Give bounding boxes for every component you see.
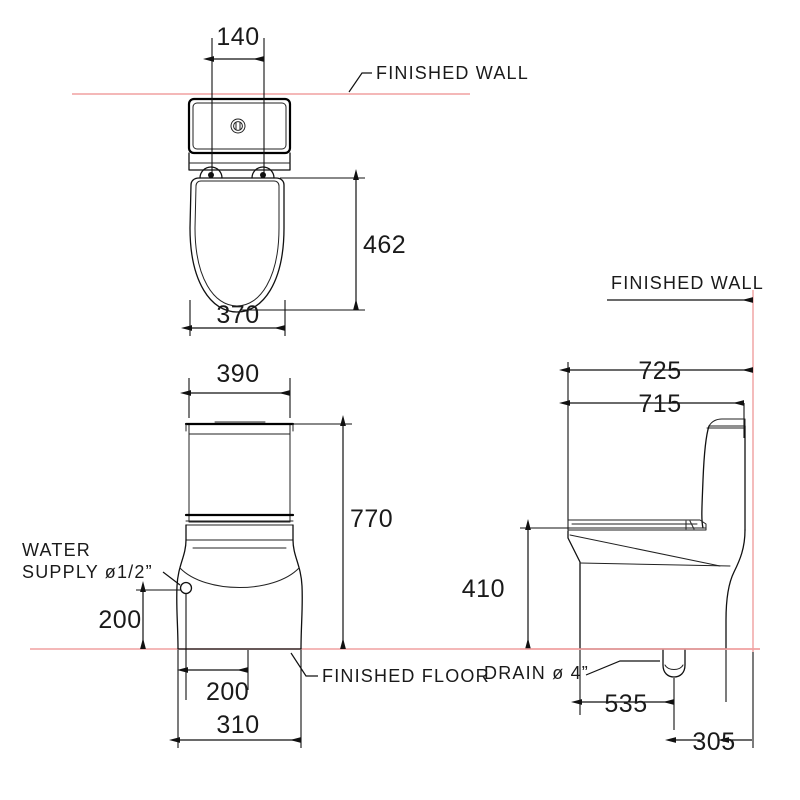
front-water-supply-inlet <box>179 581 193 595</box>
plan-flush-button-inner <box>233 121 243 131</box>
plan-tank-outline <box>187 97 292 155</box>
front-dim-770-value: 770 <box>350 505 393 533</box>
side-drain-leader <box>585 660 660 676</box>
plan-hinge-bolt-right <box>260 172 266 178</box>
plan-seat-inner-outline <box>194 180 280 307</box>
front-finished-floor-leader <box>290 652 318 677</box>
front-water-supply-leader <box>162 571 181 586</box>
plan-dim-462-value: 462 <box>363 231 406 259</box>
side-finished-wall-label: FINISHED WALL <box>611 273 764 293</box>
front-dim-200h-value: 200 <box>206 678 249 706</box>
side-bowl-back-profile <box>725 529 746 650</box>
front-dim-310-value: 310 <box>216 711 259 739</box>
side-dim-725-value: 725 <box>638 357 681 385</box>
side-tank-front-profile <box>701 425 710 529</box>
side-drain-outlet-detail <box>664 664 684 670</box>
side-tank-lid <box>708 418 746 427</box>
front-water-supply-label-line1: WATER <box>22 540 91 560</box>
plan-seat-outline <box>189 177 285 313</box>
plan-hinge-right <box>251 166 275 179</box>
side-dim-715-value: 715 <box>638 390 681 418</box>
side-view-group: FINISHED WALL 725 715 410 <box>462 273 764 756</box>
plan-dim-370-value: 370 <box>216 301 259 329</box>
front-bowl-right-profile <box>292 539 303 650</box>
side-drain-outlet <box>662 649 686 678</box>
front-dim-200v-value: 200 <box>98 606 141 634</box>
plan-dim-140-value: 140 <box>216 23 259 51</box>
side-dim-410-value: 410 <box>462 575 505 603</box>
side-dim-535-value: 535 <box>604 690 647 718</box>
plan-view-group: FINISHED WALL 140 462 370 <box>72 23 529 336</box>
side-bowl-rim-slope <box>569 534 721 567</box>
front-bowl-curve-detail <box>179 567 300 588</box>
side-bowl-front-profile <box>567 530 581 650</box>
plan-flush-button-detail <box>235 121 241 131</box>
plan-tank-inner-outline <box>192 102 287 150</box>
side-bowl-rim-line <box>579 562 731 567</box>
side-drain-label: DRAIN ø 4” <box>484 663 589 683</box>
front-bowl-shoulder-edges <box>185 524 294 541</box>
front-water-supply-label-line2: SUPPLY ø1/2” <box>22 562 153 582</box>
plan-flush-button-outer <box>230 118 246 134</box>
front-finished-floor-label: FINISHED FLOOR <box>322 666 490 686</box>
plan-finished-wall-leader <box>348 72 372 93</box>
front-tank-body <box>188 423 291 523</box>
plan-tank-base <box>188 152 291 171</box>
plan-hinge-bolt-left <box>208 172 214 178</box>
plan-hinge-left <box>199 166 223 179</box>
front-view-group: 390 WATER SUPPLY ø1/2” 200 <box>22 360 760 748</box>
front-dim-390-value: 390 <box>216 360 259 388</box>
front-tank-lid-edges <box>185 423 294 432</box>
front-bowl-shoulder <box>185 524 294 541</box>
front-bowl-left-profile <box>176 539 187 650</box>
side-seat-hinge-detail <box>685 520 695 530</box>
plan-finished-wall-label: FINISHED WALL <box>376 63 529 83</box>
side-dim-305-value: 305 <box>692 728 735 756</box>
